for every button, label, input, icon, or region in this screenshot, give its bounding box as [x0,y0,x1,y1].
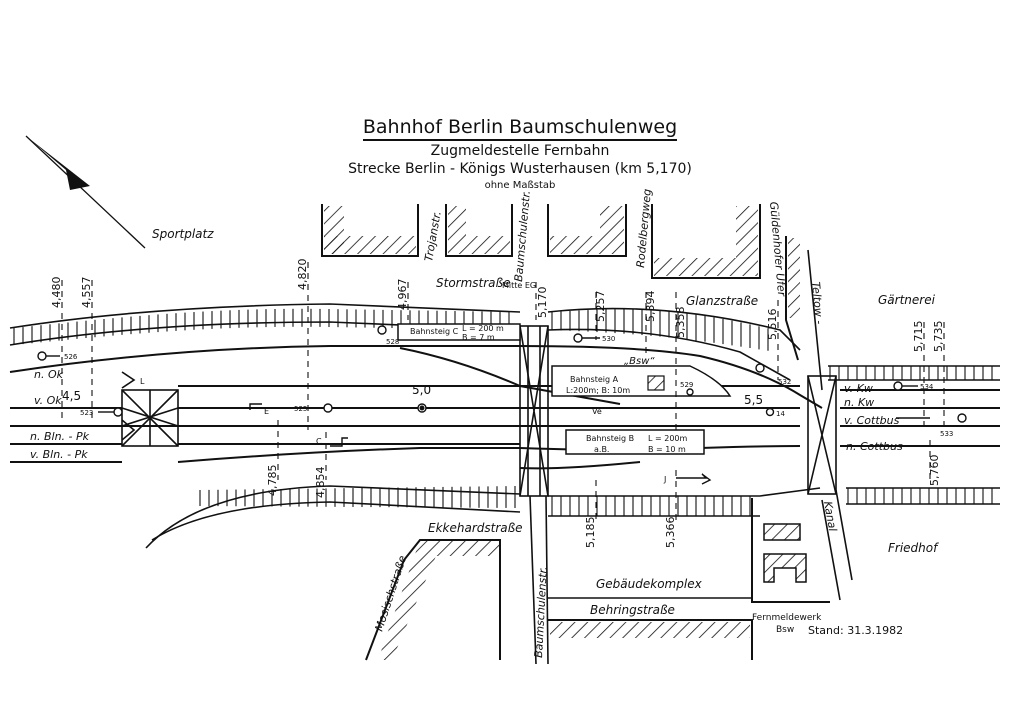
track-v-ok: v. Ok [34,394,62,407]
svg-text:J: J [663,475,666,484]
svg-text:„Bsw“: „Bsw“ [624,356,655,367]
svg-text:5,257: 5,257 [594,291,607,323]
svg-text:526: 526 [64,353,78,361]
svg-text:5,5: 5,5 [744,393,763,407]
labels: Sportplatz Gärtnerei Friedhof Gebäudekom… [30,188,953,658]
svg-text:5,760: 5,760 [928,455,941,487]
svg-text:4,854: 4,854 [314,467,327,499]
svg-text:L = 200m: L = 200m [648,434,688,443]
svg-text:4,820: 4,820 [296,259,309,291]
scale-note: ohne Maßstab [484,180,556,191]
km-dashed-lines [61,262,945,520]
track-v-bln-pk: v. Bln. - Pk [30,448,88,461]
area-friedhof: Friedhof [888,541,939,555]
svg-text:Ve: Ve [592,407,602,416]
svg-text:534: 534 [920,383,934,391]
svg-text:5,358: 5,358 [674,307,687,339]
svg-text:528: 528 [386,338,399,346]
svg-text:4,785: 4,785 [266,465,279,497]
svg-text:529: 529 [680,381,693,389]
building-blocks-north [321,204,800,361]
svg-text:L:200m; B: 10m: L:200m; B: 10m [566,386,630,395]
stand-date: Stand: 31.3.1982 [808,624,903,637]
street-baumschulen-south: Baumschulenstr. [532,566,550,658]
track-v-kw: v. Kw [844,382,873,395]
track-n-bln-pk: n. Bln. - Pk [30,430,90,443]
area-fernmeldewerk-bsw: Bsw [776,625,794,635]
svg-text:523: 523 [80,409,93,417]
svg-text:Bahnsteig A: Bahnsteig A [570,375,619,384]
platform-b: Bahnsteig B L = 200m a.B. B = 10 m [565,429,705,455]
street-trojan: Trojanstr. [422,210,444,262]
embankment-ticks [13,308,993,516]
svg-text:B = 10 m: B = 10 m [648,445,686,454]
svg-text:Bahnsteig C: Bahnsteig C [410,327,459,336]
svg-text:B = 7 m: B = 7 m [462,333,495,342]
track-n-kw: n. Kw [844,396,874,409]
diagram-subtitle: Zugmeldestelle Fernbahn [430,143,610,159]
area-sportplatz: Sportplatz [152,227,214,241]
svg-text:5,0: 5,0 [412,383,431,397]
street-behring: Behringstraße [590,603,675,617]
diagram-title: Bahnhof Berlin Baumschulenweg [300,116,740,141]
svg-text:5,366: 5,366 [664,517,677,549]
svg-text:5,735: 5,735 [932,321,945,353]
svg-text:a.B.: a.B. [594,445,609,454]
svg-text:E: E [264,407,269,416]
svg-text:14: 14 [776,410,785,418]
track-n-ok: n. Ok [34,368,64,381]
svg-text:5,170: 5,170 [536,287,549,319]
track-n-cottbus: n. Cottbus [846,440,903,453]
label-mitte-eg: Mitte EG [502,281,536,290]
svg-text:525: 525 [294,405,307,413]
diagram-line-description: Strecke Berlin - Königs Wusterhausen (km… [348,161,692,177]
street-teltow: Teltow - [809,281,826,325]
svg-text:5,715: 5,715 [912,321,925,353]
street-kanal: Kanal [821,500,839,532]
north-arrow-icon [25,135,146,249]
area-gebaeude: Gebäudekomplex [596,577,703,591]
street-ekkehard: Ekkehardstraße [428,521,523,535]
area-gaertnerei: Gärtnerei [878,293,936,307]
embankment-south [145,485,1000,549]
svg-text:L: L [140,377,145,386]
street-rodelberg: Rodelbergweg [634,188,654,268]
svg-text:5,185: 5,185 [584,517,597,549]
svg-text:4,557: 4,557 [80,277,93,309]
signals [37,325,967,485]
track-v-cottbus: v. Cottbus [844,414,900,427]
platform-a: Bahnsteig A L:200m; B: 10m [551,365,732,397]
bridges [121,325,837,497]
street-glanz: Glanzstraße [686,294,758,308]
svg-text:4,967: 4,967 [396,279,409,311]
street-baumschulen-north: Baumschulenstr. [512,190,533,282]
svg-text:4,5: 4,5 [62,389,81,403]
svg-text:4,480: 4,480 [50,277,63,309]
svg-text:C: C [316,437,322,446]
building-blocks-south [365,498,830,661]
svg-text:5,516: 5,516 [766,309,779,341]
street-gueldenhofer: Güldenhofer Ufer [767,201,788,298]
platform-c: Bahnsteig C L = 200 m B = 7 m [397,323,521,342]
roads [529,249,853,665]
street-storm: Stormstraße [436,276,510,290]
svg-text:532: 532 [778,378,791,386]
area-fernmeldewerk: Fernmeldewerk [752,613,822,623]
svg-text:530: 530 [602,335,615,343]
svg-text:533: 533 [940,430,953,438]
svg-text:Bahnsteig B: Bahnsteig B [586,434,634,443]
svg-text:5,394: 5,394 [644,291,657,323]
svg-text:L = 200 m: L = 200 m [462,324,504,333]
